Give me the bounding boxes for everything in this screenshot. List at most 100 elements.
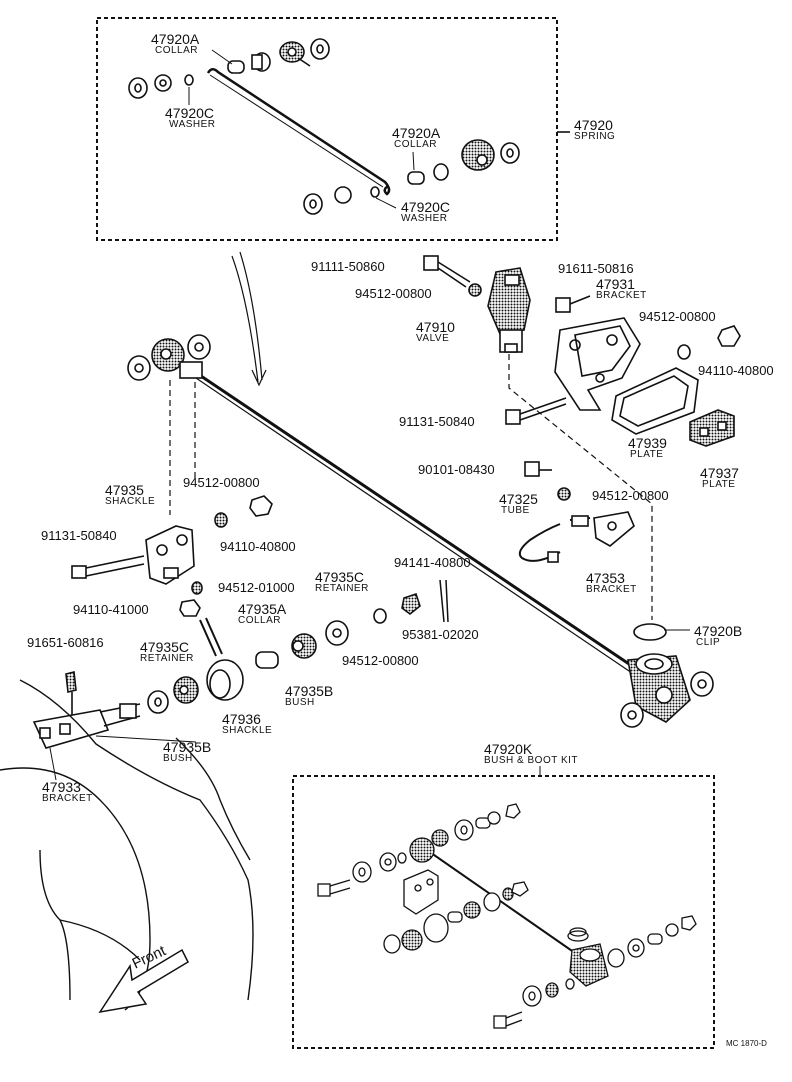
spring-kit-box <box>96 17 558 241</box>
part-number: 47931 <box>596 276 635 292</box>
label-47935: 47935 SHACKLE <box>105 483 155 507</box>
part-number: 47910 <box>416 319 455 335</box>
bush-mid-left <box>334 186 352 204</box>
rod-end-left <box>151 338 203 379</box>
washer-94512-b <box>677 344 691 360</box>
part-name: TUBE <box>501 505 530 516</box>
bolt-91611 <box>555 295 591 313</box>
part-name: SHACKLE <box>105 496 156 507</box>
part-number: 47935 <box>105 482 144 498</box>
label-47353: 47353 BRACKET <box>586 571 637 595</box>
label-47920B: 47920B CLIP <box>694 624 742 648</box>
label-94110-41000: 94110-41000 <box>73 602 149 617</box>
bolt-91131-a <box>505 397 567 425</box>
washer-mid-left <box>303 193 323 215</box>
washer-94512-d <box>214 512 228 528</box>
collar-47935A <box>255 651 279 669</box>
nut-94110-b <box>249 495 273 517</box>
part-number: 47325 <box>499 491 538 507</box>
part-number: 47920A <box>151 31 200 47</box>
part-name: BRACKET <box>586 584 637 595</box>
screw-95381 <box>439 579 449 623</box>
nut-94110-a <box>717 325 741 347</box>
label-91131-50840-a: 91131-50840 <box>399 414 475 429</box>
label-47939: 47939 PLATE <box>628 436 667 460</box>
washer-top-right <box>310 38 330 60</box>
washer-mid-right <box>500 142 520 164</box>
part-number: 47353 <box>586 570 625 586</box>
label-47935C-a: 47935C RETAINER <box>315 570 369 594</box>
part-number: 47935C <box>140 639 190 655</box>
part-name: SHACKLE <box>222 725 273 736</box>
part-number: 47920B <box>694 623 743 639</box>
part-name: VALVE <box>416 333 450 344</box>
washer-94512-f <box>373 608 387 624</box>
label-94512-01000: 94512-01000 <box>218 580 295 595</box>
part-number: 47936 <box>222 711 261 727</box>
label-47931: 47931 BRACKET <box>596 277 647 301</box>
bolt-91131-b <box>71 555 145 579</box>
label-94512-00800-f: 94512-00800 <box>342 653 419 668</box>
part-name: SPRING <box>574 131 616 142</box>
bush-mid <box>433 163 449 181</box>
label-47920C-mid: 47920C WASHER <box>401 200 450 224</box>
part-name: PLATE <box>702 479 736 490</box>
retainer-47935C-b <box>147 690 169 714</box>
label-94110-40800-b: 94110-40800 <box>220 539 296 554</box>
bolt-91111 <box>423 255 471 288</box>
part-name: RETAINER <box>140 653 194 664</box>
label-47325: 47325 TUBE <box>499 492 538 516</box>
washer-left-2 <box>187 334 211 360</box>
part-name: PLATE <box>630 449 664 460</box>
label-90101-08430: 90101-08430 <box>418 462 495 477</box>
nut-94141 <box>401 592 421 616</box>
drawing-code: MC 1870-D <box>726 1039 767 1048</box>
label-47935B-b: 47935B BUSH <box>163 740 211 764</box>
bolt-91651 <box>65 671 77 716</box>
front-arrow <box>98 948 189 1014</box>
part-number: 47935A <box>238 601 287 617</box>
bracket-47353 <box>593 511 635 547</box>
plate-47937 <box>689 409 735 447</box>
part-number: 47933 <box>42 779 81 795</box>
clevis-top <box>279 41 311 67</box>
part-number: 47920A <box>392 125 441 141</box>
part-name: COLLAR <box>238 615 282 626</box>
label-47936: 47936 SHACKLE <box>222 712 272 736</box>
nut-94110-c <box>179 599 201 617</box>
label-47920C-top: 47920C WASHER <box>165 106 216 130</box>
part-name: BRACKET <box>42 793 93 804</box>
washer-94512-a <box>468 283 482 297</box>
washer-small-mid <box>370 186 380 198</box>
part-number: 47920C <box>165 105 215 121</box>
retainer-47935C-a <box>325 620 349 646</box>
shackle-47936 <box>206 659 244 701</box>
label-91611-50816: 91611-50816 <box>558 261 634 276</box>
label-94512-00800-b: 94512-00800 <box>639 309 716 324</box>
tube-47325 <box>518 515 591 563</box>
part-name: BRACKET <box>596 290 647 301</box>
label-47920K: 47920K BUSH & BOOT KIT <box>484 742 578 766</box>
part-name: WASHER <box>401 213 448 224</box>
bush-boot-kit-box <box>292 775 715 1049</box>
washer-left-1 <box>127 355 151 381</box>
label-47937: 47937 PLATE <box>700 466 739 490</box>
part-name: BUSH <box>163 753 193 764</box>
washer-right-2 <box>620 702 644 728</box>
kit-contents <box>317 803 697 1029</box>
assembly-arrow <box>231 251 267 387</box>
label-91111-50860: 91111-50860 <box>311 259 385 274</box>
collar-mid <box>407 171 425 185</box>
label-94512-00800-c: 94512-00800 <box>592 488 669 503</box>
bush-47935B-a <box>291 633 317 659</box>
washer-94512-e <box>191 581 203 595</box>
part-number: 47939 <box>628 435 667 451</box>
bolt-90101 <box>524 461 552 477</box>
main-spring-rod <box>194 370 636 674</box>
part-name: BUSH <box>285 697 315 708</box>
part-name: BUSH & BOOT KIT <box>484 755 578 766</box>
spring-rod-top <box>206 68 391 196</box>
valve-47910 <box>487 267 531 353</box>
part-name: WASHER <box>169 119 216 130</box>
